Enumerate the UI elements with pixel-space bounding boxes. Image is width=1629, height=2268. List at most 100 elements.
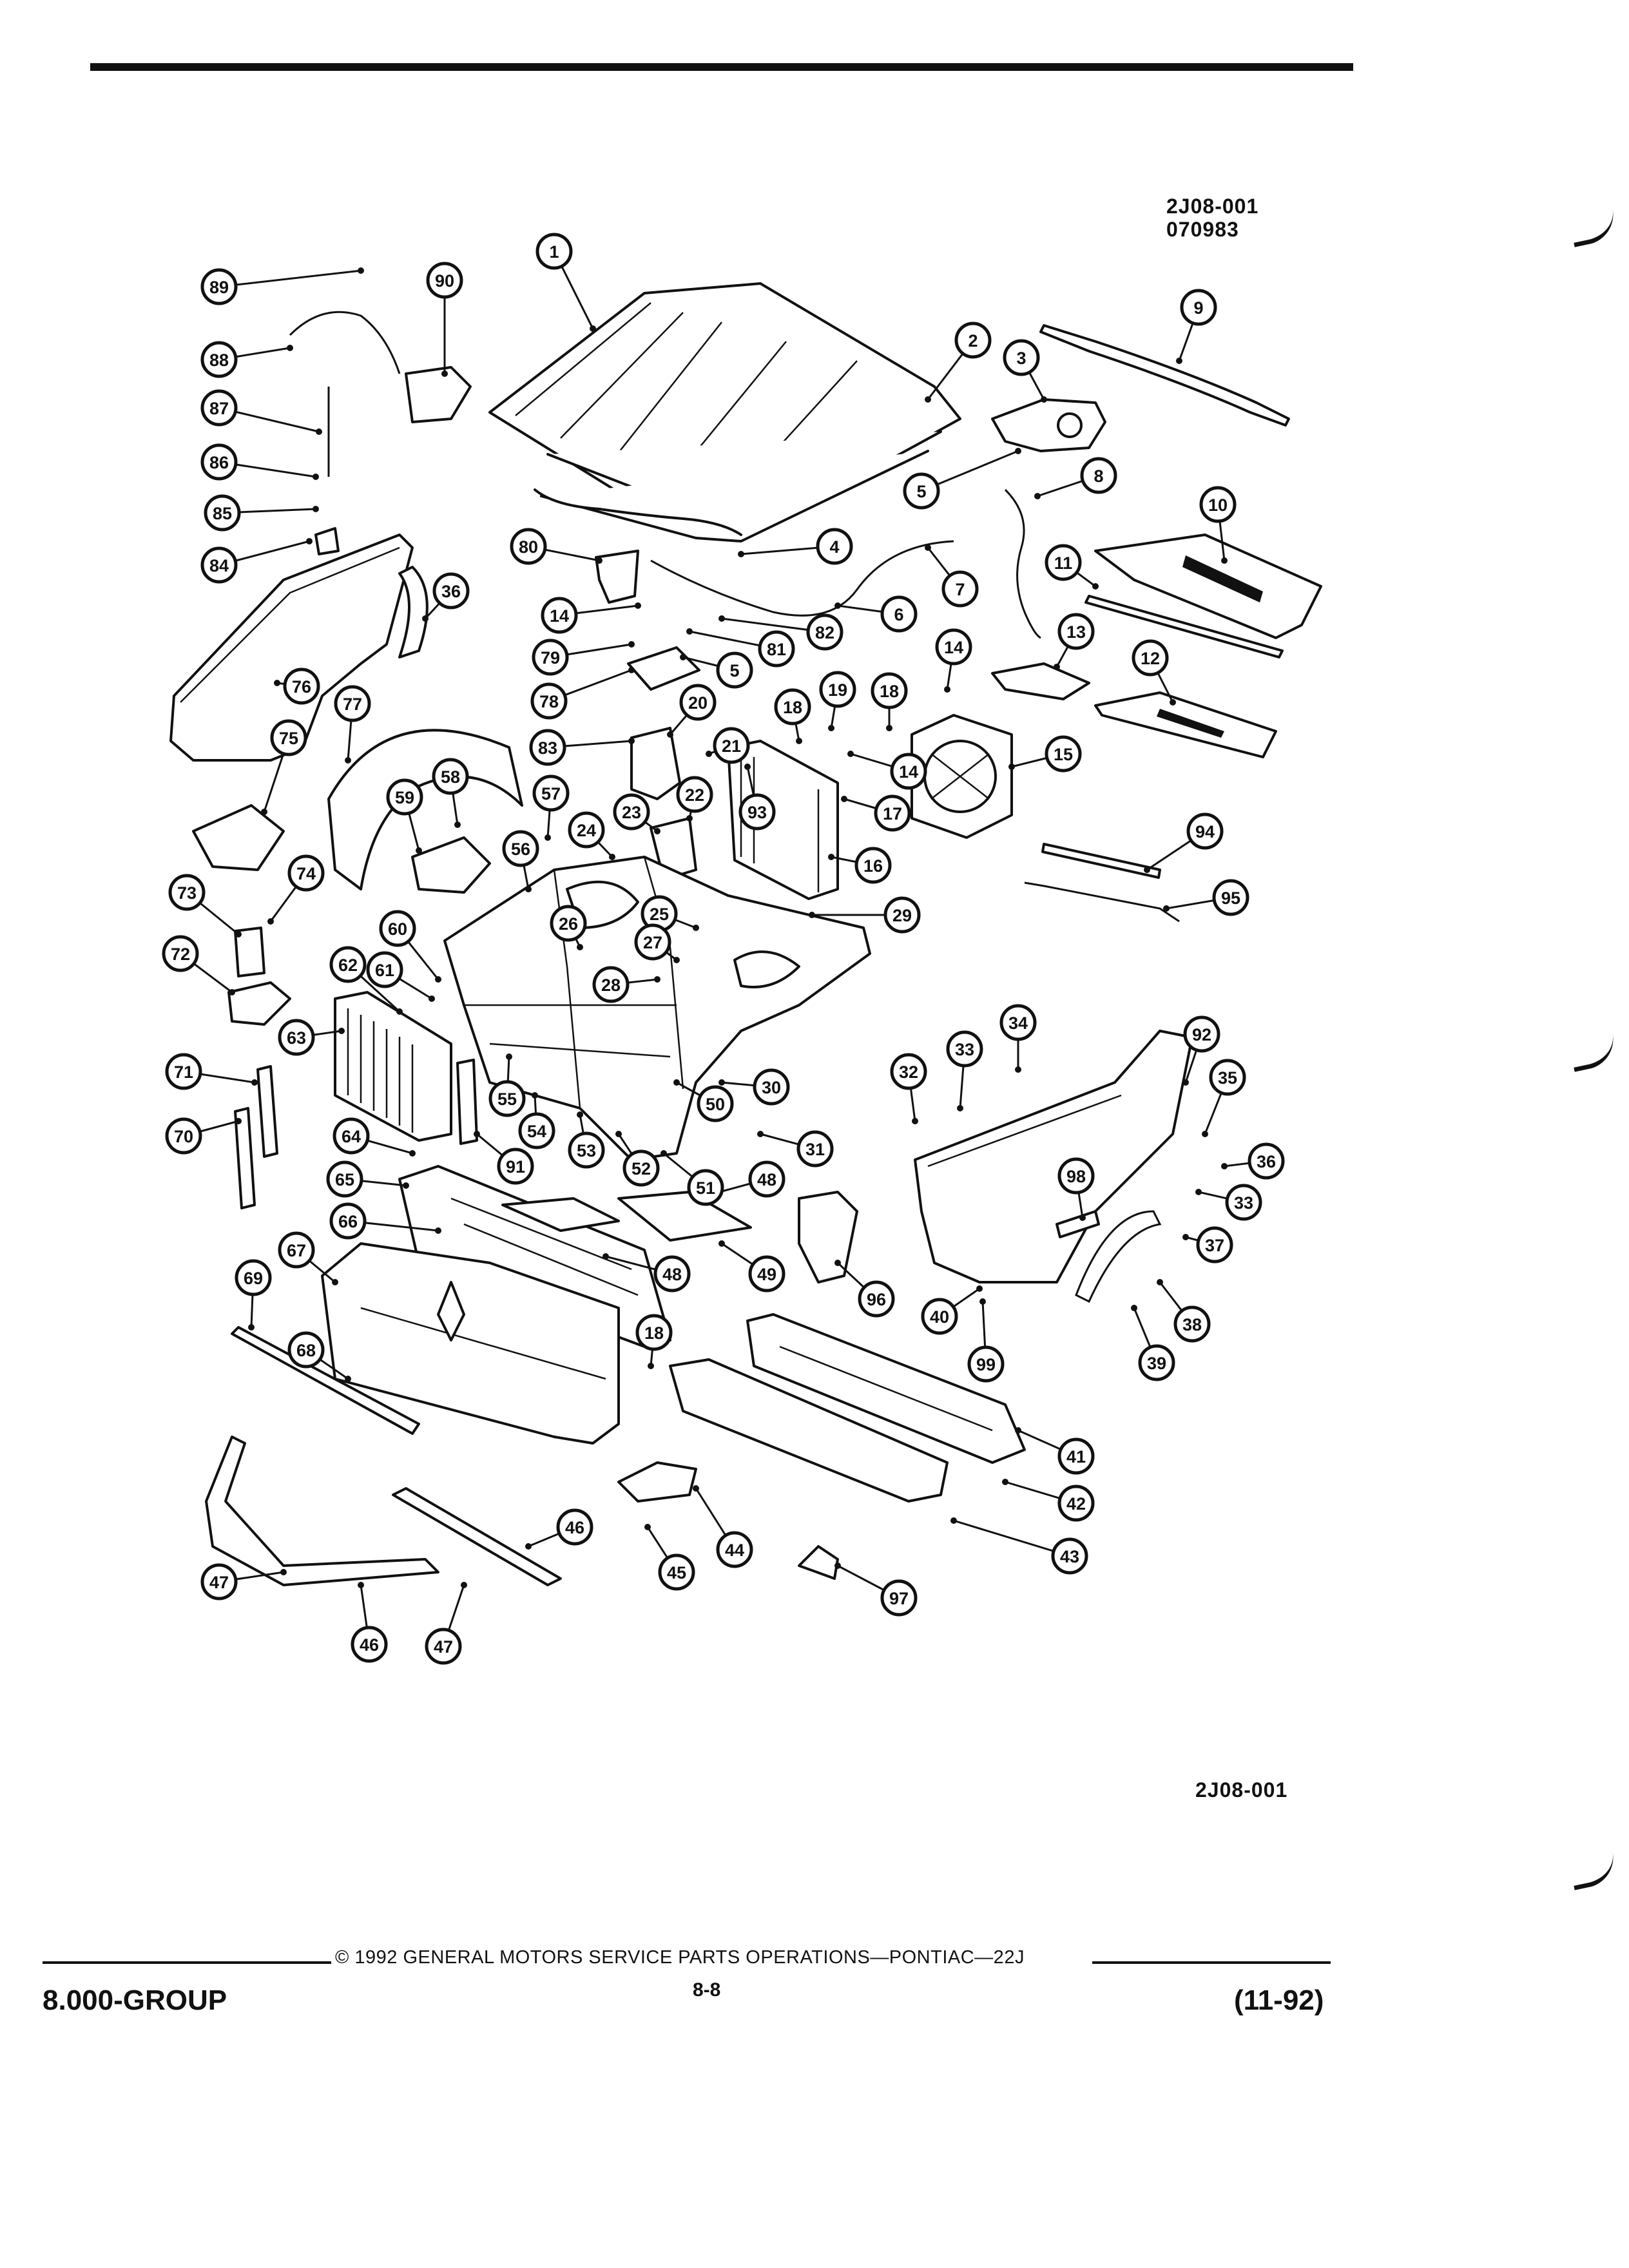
- lower-brace: [617, 1191, 752, 1242]
- callout-18: 18: [774, 688, 811, 726]
- washer-bottle: [405, 366, 472, 423]
- callout-46: 46: [556, 1508, 593, 1546]
- callout-79: 79: [532, 639, 569, 676]
- cooling-fan-assembly: [911, 714, 1013, 839]
- energy-absorber: [746, 1313, 1026, 1464]
- callout-circle: [716, 1531, 753, 1568]
- callout-circle: [635, 1314, 673, 1351]
- callout-arrowhead: [409, 1150, 416, 1157]
- callout-arrowhead: [718, 615, 725, 622]
- callout-number: 5: [729, 661, 739, 680]
- callout-arrowhead: [1182, 1079, 1189, 1086]
- callout-circle: [1057, 1485, 1095, 1522]
- callout-circle: [999, 1004, 1037, 1041]
- callout-49: 49: [748, 1255, 786, 1293]
- callout-circle: [283, 668, 320, 705]
- callout-26: 26: [550, 905, 587, 942]
- callout-number: 64: [342, 1127, 361, 1146]
- callout-leader-89: [218, 269, 361, 288]
- callout-arrowhead: [596, 557, 602, 564]
- footer-copyright: © 1992 GENERAL MOTORS SERVICE PARTS OPER…: [335, 1947, 1025, 1968]
- callout-number: 88: [209, 351, 229, 370]
- callout-93: 93: [738, 793, 776, 831]
- callout-arrowhead: [1182, 1234, 1189, 1240]
- callout-circle: [1045, 735, 1082, 773]
- callout-number: 78: [539, 692, 559, 711]
- air-duct: [798, 1191, 858, 1283]
- callout-number: 91: [506, 1157, 525, 1177]
- callout-circle: [270, 719, 307, 756]
- fender-bracket: [192, 804, 285, 871]
- callout-16: 16: [854, 847, 892, 884]
- callout-circle: [676, 776, 713, 813]
- callout-circle: [858, 1280, 895, 1318]
- callout-38: 38: [1173, 1305, 1211, 1343]
- callout-number: 95: [1221, 889, 1240, 908]
- callout-53: 53: [568, 1131, 605, 1169]
- callout-arrowhead: [686, 815, 693, 822]
- callout-number: 92: [1192, 1025, 1211, 1044]
- callout-9: 9: [1180, 289, 1217, 326]
- callout-3: 3: [1003, 339, 1040, 376]
- callout-arrowhead: [828, 854, 834, 860]
- callout-number: 32: [899, 1062, 918, 1082]
- callout-number: 82: [815, 623, 834, 642]
- callout-number: 81: [767, 640, 786, 659]
- callout-number: 44: [725, 1541, 744, 1560]
- callout-arrowhead: [706, 751, 712, 757]
- callout-84: 84: [200, 546, 238, 584]
- callout-arrowhead: [834, 1260, 841, 1266]
- callout-number: 41: [1066, 1447, 1086, 1466]
- callout-arrowhead: [847, 751, 854, 757]
- callout-77: 77: [334, 685, 371, 722]
- callout-arrowhead: [680, 654, 686, 660]
- callout-circle: [653, 1255, 691, 1293]
- footer-rule: [43, 1961, 331, 1964]
- callout-70: 70: [165, 1117, 202, 1155]
- callout-arrowhead: [841, 796, 847, 802]
- callout-11: 11: [1045, 544, 1082, 581]
- callout-arrowhead: [396, 1008, 403, 1015]
- callout-number: 94: [1195, 822, 1215, 841]
- callout-circle: [634, 923, 671, 961]
- callout-circle: [497, 1148, 534, 1185]
- callout-number: 14: [899, 762, 918, 782]
- callout-72: 72: [162, 935, 199, 972]
- callout-circle: [1045, 544, 1082, 581]
- callout-59: 59: [386, 778, 423, 816]
- callout-number: 97: [889, 1589, 909, 1608]
- callout-arrowhead: [693, 925, 699, 931]
- callout-arrowhead: [1092, 583, 1099, 590]
- callout-arrowhead: [1054, 664, 1060, 670]
- callout-circle: [946, 1030, 983, 1068]
- callout-circle: [426, 262, 463, 299]
- callout-arrowhead: [235, 1118, 242, 1124]
- spoiler-insert: [392, 1487, 562, 1586]
- callout-circle: [1186, 812, 1224, 850]
- callout-circle: [204, 494, 241, 532]
- callout-arrowhead: [757, 1131, 764, 1137]
- side-baffle: [456, 1059, 478, 1145]
- callout-number: 58: [441, 767, 460, 787]
- callout-27: 27: [634, 923, 671, 961]
- callout-99: 99: [967, 1345, 1005, 1383]
- callout-number: 80: [519, 537, 538, 557]
- callout-arrowhead: [635, 602, 641, 609]
- callout-circle: [967, 1345, 1005, 1383]
- callout-arrowhead: [435, 1227, 441, 1234]
- hood-seal: [534, 488, 742, 536]
- callout-circle: [1212, 879, 1249, 916]
- callout-48: 48: [653, 1255, 691, 1293]
- callout-10: 10: [1199, 486, 1237, 523]
- callout-number: 46: [360, 1635, 379, 1655]
- callout-arrowhead: [1144, 867, 1150, 873]
- callout-number: 22: [685, 785, 704, 805]
- callout-arrowhead: [1221, 557, 1228, 564]
- callout-number: 24: [577, 821, 596, 840]
- bumper-reinforcement: [669, 1358, 949, 1503]
- callout-number: 74: [296, 864, 316, 883]
- callout-number: 83: [538, 738, 557, 758]
- callout-number: 63: [287, 1028, 306, 1048]
- callout-61: 61: [366, 951, 403, 988]
- callout-arrowhead: [602, 1253, 609, 1260]
